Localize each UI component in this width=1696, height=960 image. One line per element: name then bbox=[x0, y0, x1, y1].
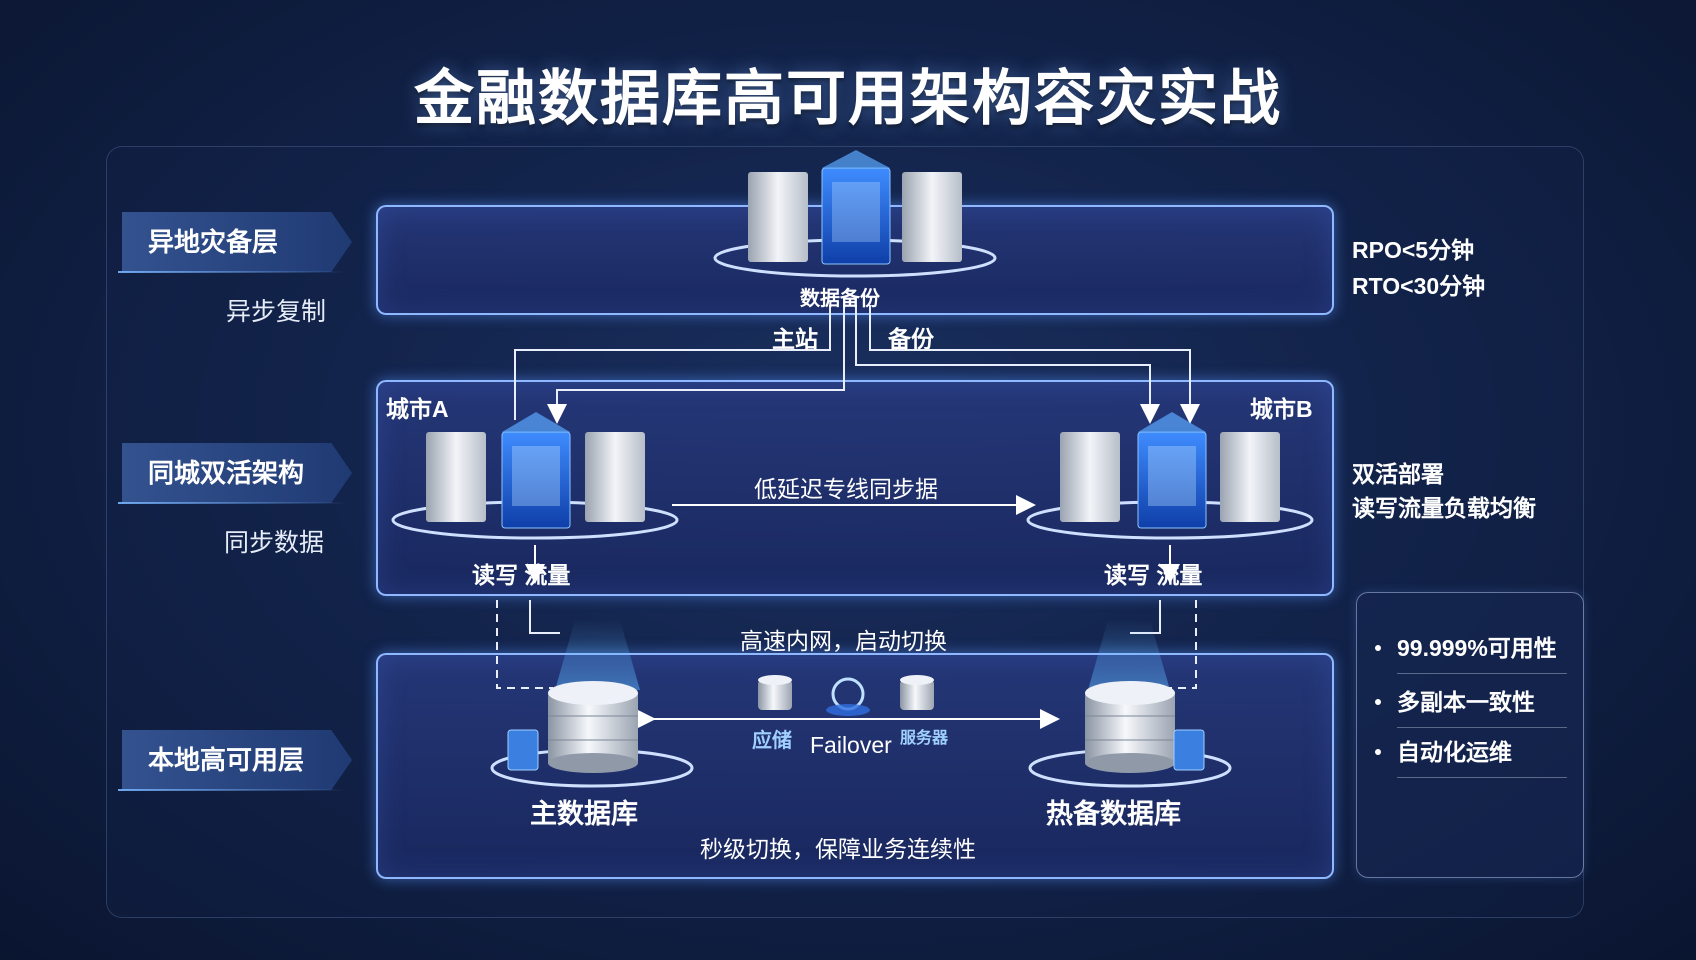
city-b-server-cluster bbox=[1026, 412, 1314, 540]
tag-remote-dr: 异地灾备层 bbox=[122, 212, 352, 272]
feature-item: 99.999%可用性 bbox=[1375, 623, 1567, 674]
tag-local-ha: 本地高可用层 bbox=[122, 730, 352, 790]
standby-database-icon bbox=[1028, 620, 1232, 788]
city-b-label: 城市B bbox=[1250, 396, 1313, 422]
device-label: 服务器 bbox=[900, 730, 949, 747]
backup-center-label: 数据备份 bbox=[800, 288, 880, 310]
failover-label: Failover bbox=[810, 732, 892, 758]
sync-label: 低延迟专线同步据 bbox=[754, 476, 938, 502]
replication-line-a bbox=[547, 305, 845, 424]
primary-db-label: 主数据库 bbox=[530, 799, 638, 829]
net-label: 高速内网，启动切换 bbox=[740, 628, 947, 654]
active-title: 双活部署 bbox=[1352, 461, 1444, 487]
server-mini-icon bbox=[900, 675, 934, 710]
feature-item: 多副本一致性 bbox=[1375, 677, 1567, 728]
feature-item: 自动化运维 bbox=[1375, 727, 1567, 778]
remote-server-cluster bbox=[713, 150, 997, 278]
switch-caption: 秒级切换，保障业务连续性 bbox=[700, 836, 976, 862]
feature-box: 99.999%可用性 多副本一致性 自动化运维 bbox=[1356, 592, 1584, 878]
storage-icon bbox=[758, 675, 792, 710]
metro-sub: 同步数据 bbox=[224, 529, 325, 557]
city-a-server-cluster bbox=[391, 412, 679, 540]
rw-label-a: 读写 流量 bbox=[472, 562, 571, 588]
rto-metric: RTO<30分钟 bbox=[1352, 273, 1486, 299]
rpo-metric: RPO<5分钟 bbox=[1352, 237, 1475, 263]
primary-link-label: 主站 bbox=[772, 326, 818, 352]
rw-label-b: 读写 流量 bbox=[1104, 562, 1203, 588]
standby-db-label: 热备数据库 bbox=[1046, 799, 1181, 829]
city-a-label: 城市A bbox=[386, 396, 449, 422]
network-hub-icon bbox=[826, 677, 870, 716]
replication-line-b bbox=[855, 305, 1160, 424]
page-title: 金融数据库高可用架构容灾实战 bbox=[414, 65, 1282, 132]
backup-link-label: 备份 bbox=[888, 326, 934, 352]
active-sub: 读写流量负载均衡 bbox=[1352, 495, 1536, 521]
remote-sub: 异步复制 bbox=[226, 298, 327, 326]
primary-database-icon bbox=[490, 620, 694, 788]
tag-metro-active: 同城双活架构 bbox=[122, 443, 352, 503]
storage-label: 应储 bbox=[752, 730, 792, 752]
